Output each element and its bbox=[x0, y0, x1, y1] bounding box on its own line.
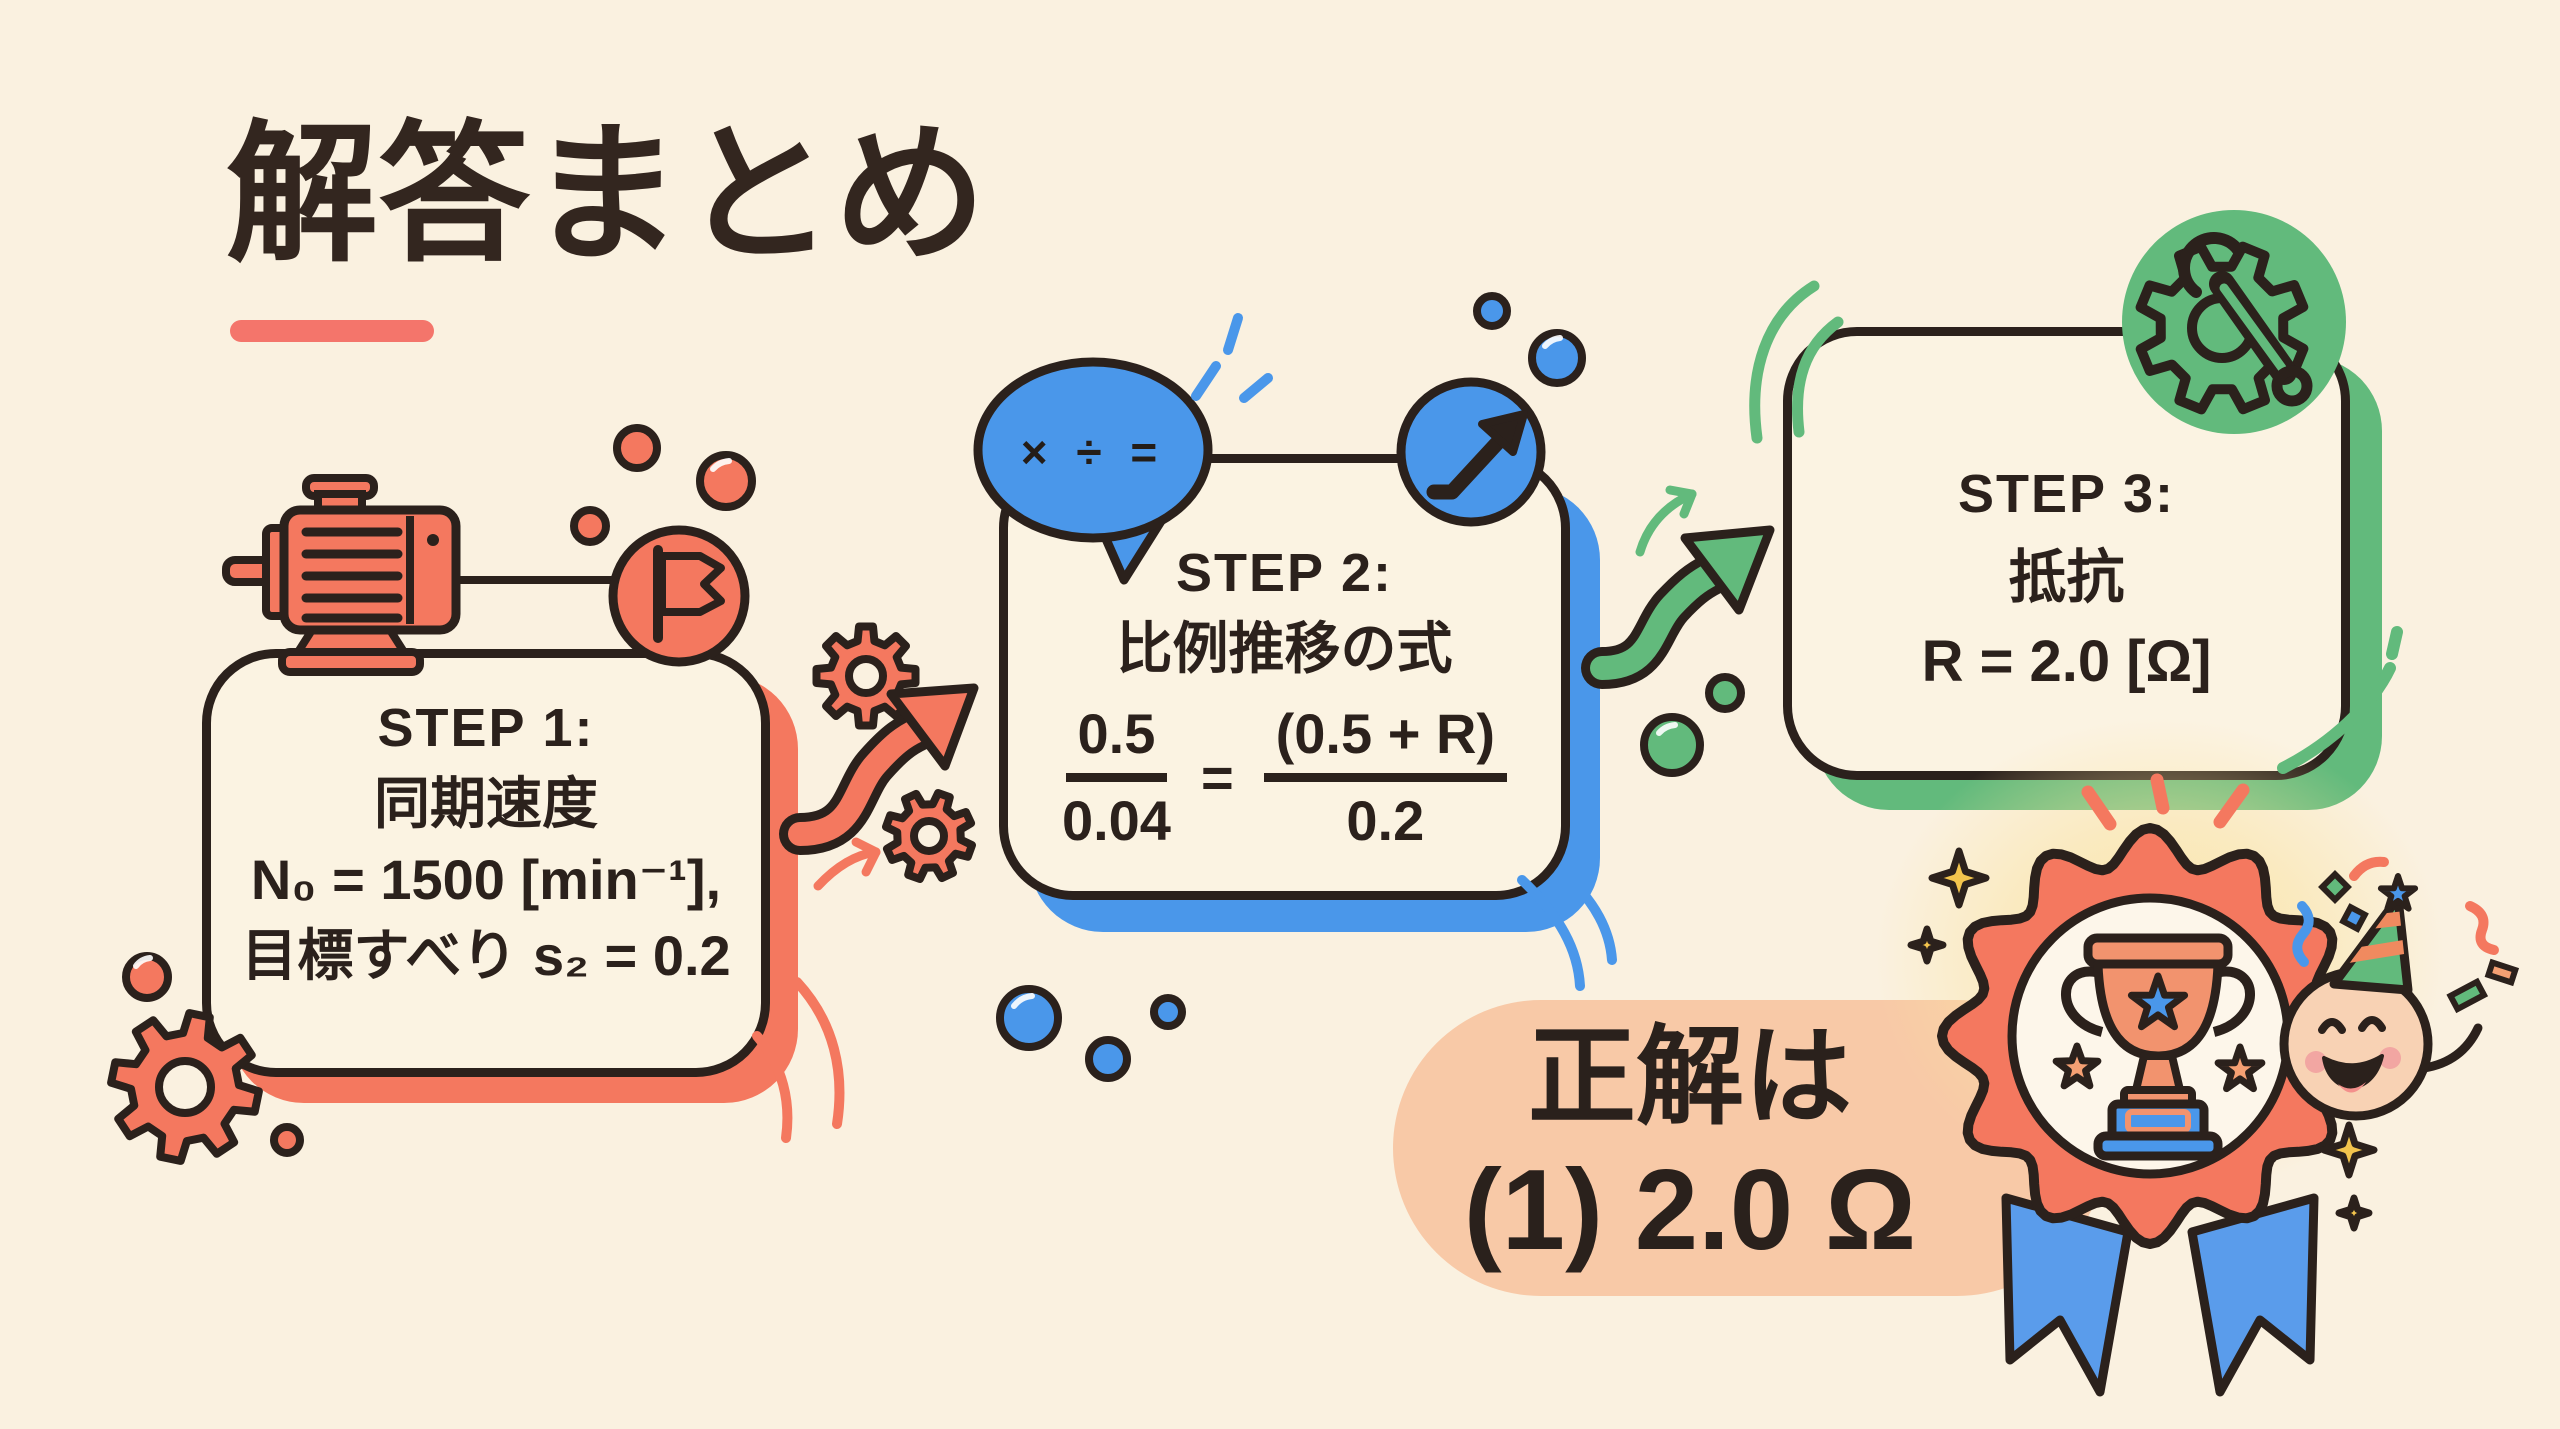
step2-card: STEP 2: 比例推移の式 0.5 0.04 = (0.5 + R) 0.2 bbox=[999, 454, 1570, 900]
sparkle-icon bbox=[2335, 1194, 2373, 1232]
sparkle-icon bbox=[2320, 1121, 2378, 1179]
fraction-right-numerator: (0.5 + R) bbox=[1263, 703, 1508, 782]
step2-label: STEP 2: bbox=[1175, 543, 1394, 603]
dot-decoration bbox=[1528, 329, 1586, 387]
step1-card: STEP 1: 同期速度 N₀ = 1500 [min⁻¹], 目標すべり s₂… bbox=[202, 649, 770, 1077]
party-face-icon bbox=[2279, 873, 2483, 1121]
step1-label: STEP 1: bbox=[377, 698, 595, 758]
answer-line2: (1) 2.0 Ω bbox=[1463, 1147, 1917, 1274]
step1-line1: 同期速度 bbox=[374, 772, 598, 835]
dot-decoration bbox=[1085, 1036, 1131, 1082]
confetti-icon bbox=[2292, 856, 2520, 1014]
sparkle-lines bbox=[1191, 313, 1273, 403]
curved-arrow-icon bbox=[1581, 525, 1775, 689]
dot-decoration bbox=[613, 424, 661, 472]
title-underline bbox=[230, 320, 434, 342]
dot-decoration bbox=[996, 985, 1062, 1051]
step1-line3: 目標すべり s₂ = 0.2 bbox=[241, 924, 731, 987]
answer-line1: 正解は bbox=[1527, 1016, 1852, 1137]
flag-icon bbox=[608, 525, 750, 667]
step1-line2: N₀ = 1500 [min⁻¹], bbox=[250, 848, 722, 911]
fraction-right: (0.5 + R) 0.2 bbox=[1263, 703, 1508, 852]
thin-curved-arrow-icon bbox=[813, 837, 881, 891]
page-title: 解答まとめ bbox=[226, 110, 986, 280]
speech-bubble-text: × ÷ = bbox=[1020, 426, 1166, 478]
answer-text: 正解は (1) 2.0 Ω bbox=[1400, 1022, 1980, 1276]
dot-decoration bbox=[1640, 713, 1704, 777]
dot-decoration bbox=[1150, 994, 1186, 1030]
fraction-left-denominator: 0.04 bbox=[1061, 789, 1171, 852]
dot-decoration bbox=[1473, 292, 1511, 330]
motor-icon bbox=[222, 474, 612, 676]
dot-decoration bbox=[570, 506, 610, 546]
step2-line1: 比例推移の式 bbox=[1116, 617, 1453, 680]
fraction-left-numerator: 0.5 bbox=[1065, 703, 1168, 782]
curved-arrow-icon bbox=[779, 683, 979, 855]
radiating-lines bbox=[2081, 773, 2250, 831]
fraction-left: 0.5 0.04 bbox=[1062, 703, 1171, 852]
equals-sign: = bbox=[1200, 745, 1234, 809]
dot-decoration bbox=[270, 1123, 304, 1157]
step3-line2: R = 2.0 [Ω] bbox=[1921, 629, 2212, 694]
step3-label: STEP 3: bbox=[1957, 464, 2176, 524]
dot-decoration bbox=[1705, 673, 1745, 713]
step3-card: STEP 3: 抵抗 R = 2.0 [Ω] bbox=[1783, 327, 2350, 780]
sparkle-icon bbox=[1928, 847, 1990, 909]
sparkle-icon bbox=[1907, 925, 1947, 965]
gear-icon bbox=[882, 789, 976, 883]
dot-decoration bbox=[122, 952, 172, 1002]
thin-curved-arrow-icon bbox=[1635, 485, 1697, 557]
dot-decoration bbox=[696, 451, 756, 511]
step2-equation: 0.5 0.04 = (0.5 + R) 0.2 bbox=[1008, 703, 1561, 852]
step3-line1: 抵抗 bbox=[2008, 545, 2125, 610]
gear-icon bbox=[812, 622, 920, 730]
fraction-right-denominator: 0.2 bbox=[1346, 789, 1425, 852]
